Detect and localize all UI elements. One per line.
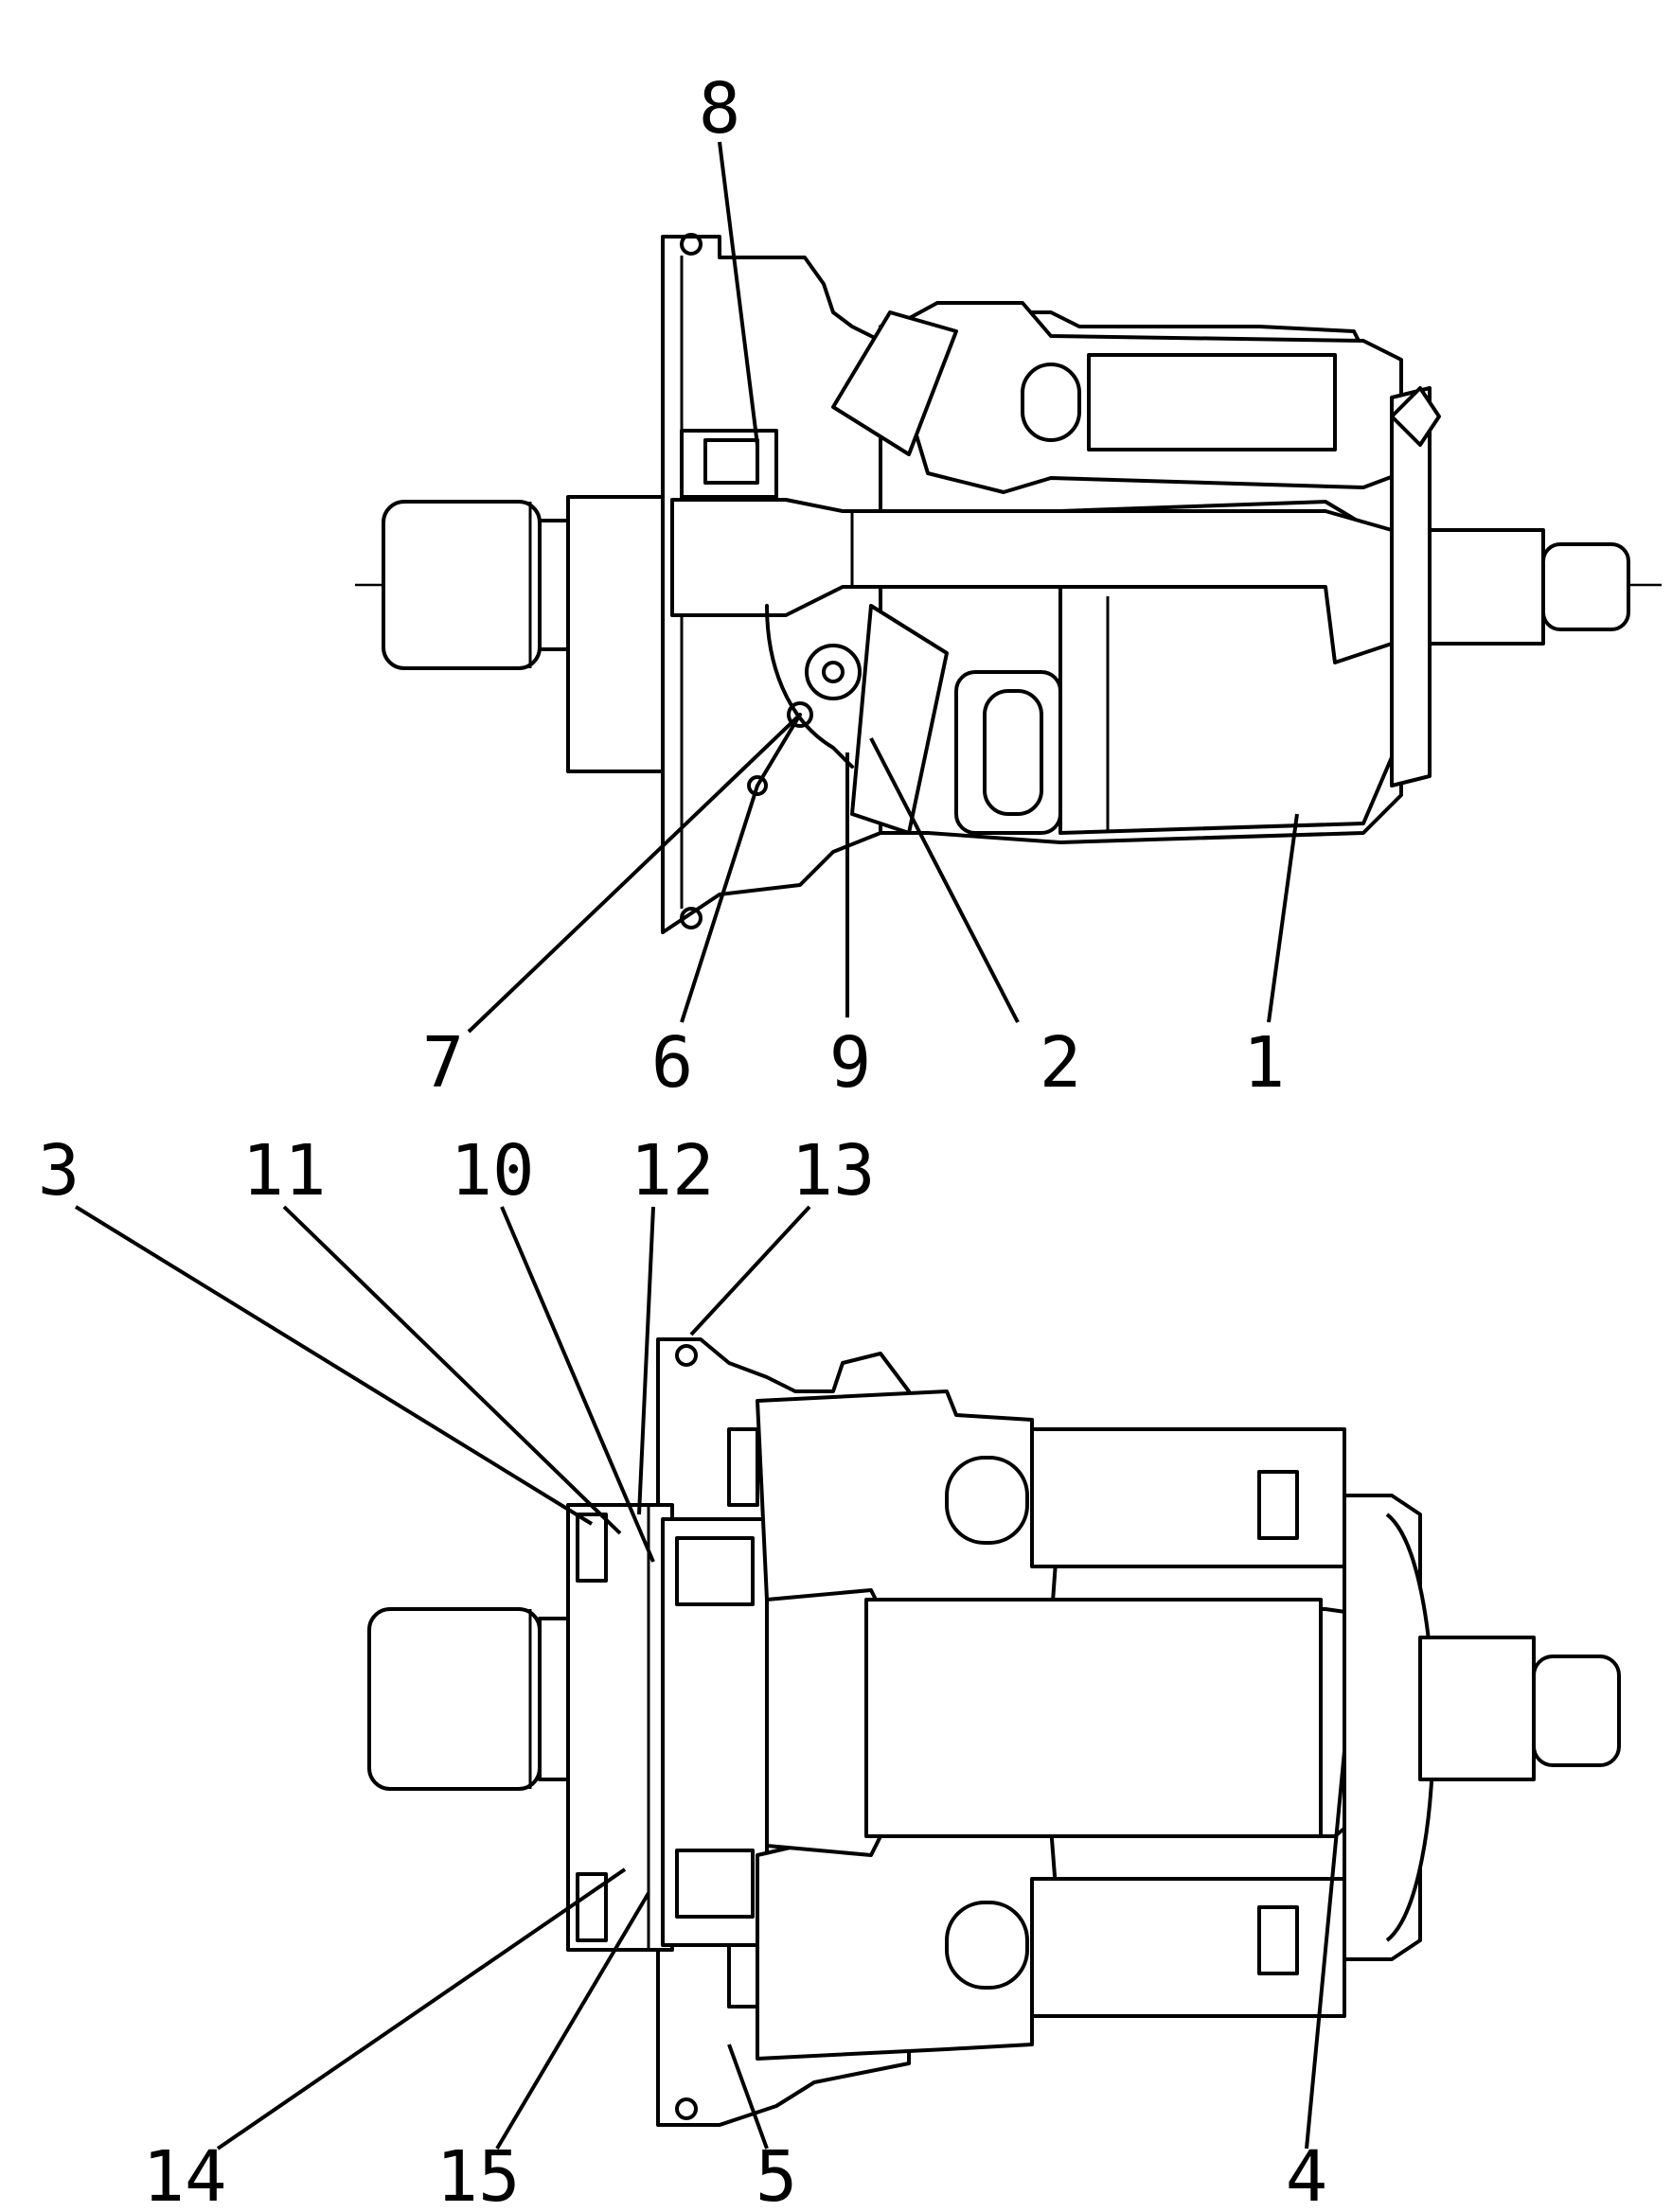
- leader-8: [718, 141, 759, 446]
- leader-4: [1305, 1750, 1346, 2150]
- leader-5: [727, 2044, 769, 2150]
- upper-main-shaft: [670, 429, 1403, 664]
- leader-13: [689, 1205, 811, 1336]
- lower-left-shaft: [367, 1607, 570, 1791]
- callout-1: 1: [1243, 1022, 1286, 1104]
- upper-left-shaft: [382, 495, 674, 773]
- callout-9: 9: [829, 1022, 872, 1104]
- lower-housing: [756, 1389, 1346, 2061]
- callout-3: 3: [38, 1130, 80, 1212]
- lower-assembly-view: 3 11 10 12 13 14 15 5 4: [38, 1130, 1621, 2212]
- callout-12: 12: [630, 1130, 714, 1212]
- leader-6: [680, 785, 759, 1023]
- callout-6: 6: [651, 1022, 694, 1104]
- callout-5: 5: [756, 2136, 798, 2212]
- lower-main-shaft-4: [765, 1588, 1403, 1857]
- callout-7: 7: [422, 1022, 465, 1104]
- callout-13: 13: [791, 1130, 875, 1212]
- leader-15: [495, 1891, 650, 2150]
- callout-8: 8: [699, 68, 741, 150]
- leader-11: [282, 1205, 622, 1535]
- upper-cylinder-block: [831, 301, 1403, 494]
- leader-3: [74, 1205, 594, 1526]
- leader-14: [216, 1867, 627, 2150]
- leader-10: [500, 1206, 655, 1563]
- leader-7: [467, 713, 802, 1034]
- lower-right-shaft: [1343, 1494, 1621, 1961]
- callout-4: 4: [1286, 2136, 1328, 2212]
- leader-2: [869, 737, 1020, 1023]
- leader-1: [1267, 813, 1299, 1023]
- upper-right-shaft: [1390, 386, 1630, 787]
- upper-lower-pistons: [850, 604, 1062, 835]
- upper-leader-lines: [467, 141, 1299, 1034]
- callout-11: 11: [241, 1130, 326, 1212]
- callout-15: 15: [436, 2136, 520, 2212]
- leader-12: [637, 1206, 655, 1515]
- upper-assembly-view: 8 7 6 9 2 1: [355, 68, 1663, 1104]
- upper-actuator-pivot: [747, 604, 862, 796]
- callout-2: 2: [1040, 1022, 1082, 1104]
- lower-bearing-assembly: [566, 1503, 769, 1952]
- callout-14: 14: [142, 2136, 226, 2212]
- lower-leader-lines: [74, 1205, 1346, 2150]
- callout-10: 10: [450, 1130, 534, 1212]
